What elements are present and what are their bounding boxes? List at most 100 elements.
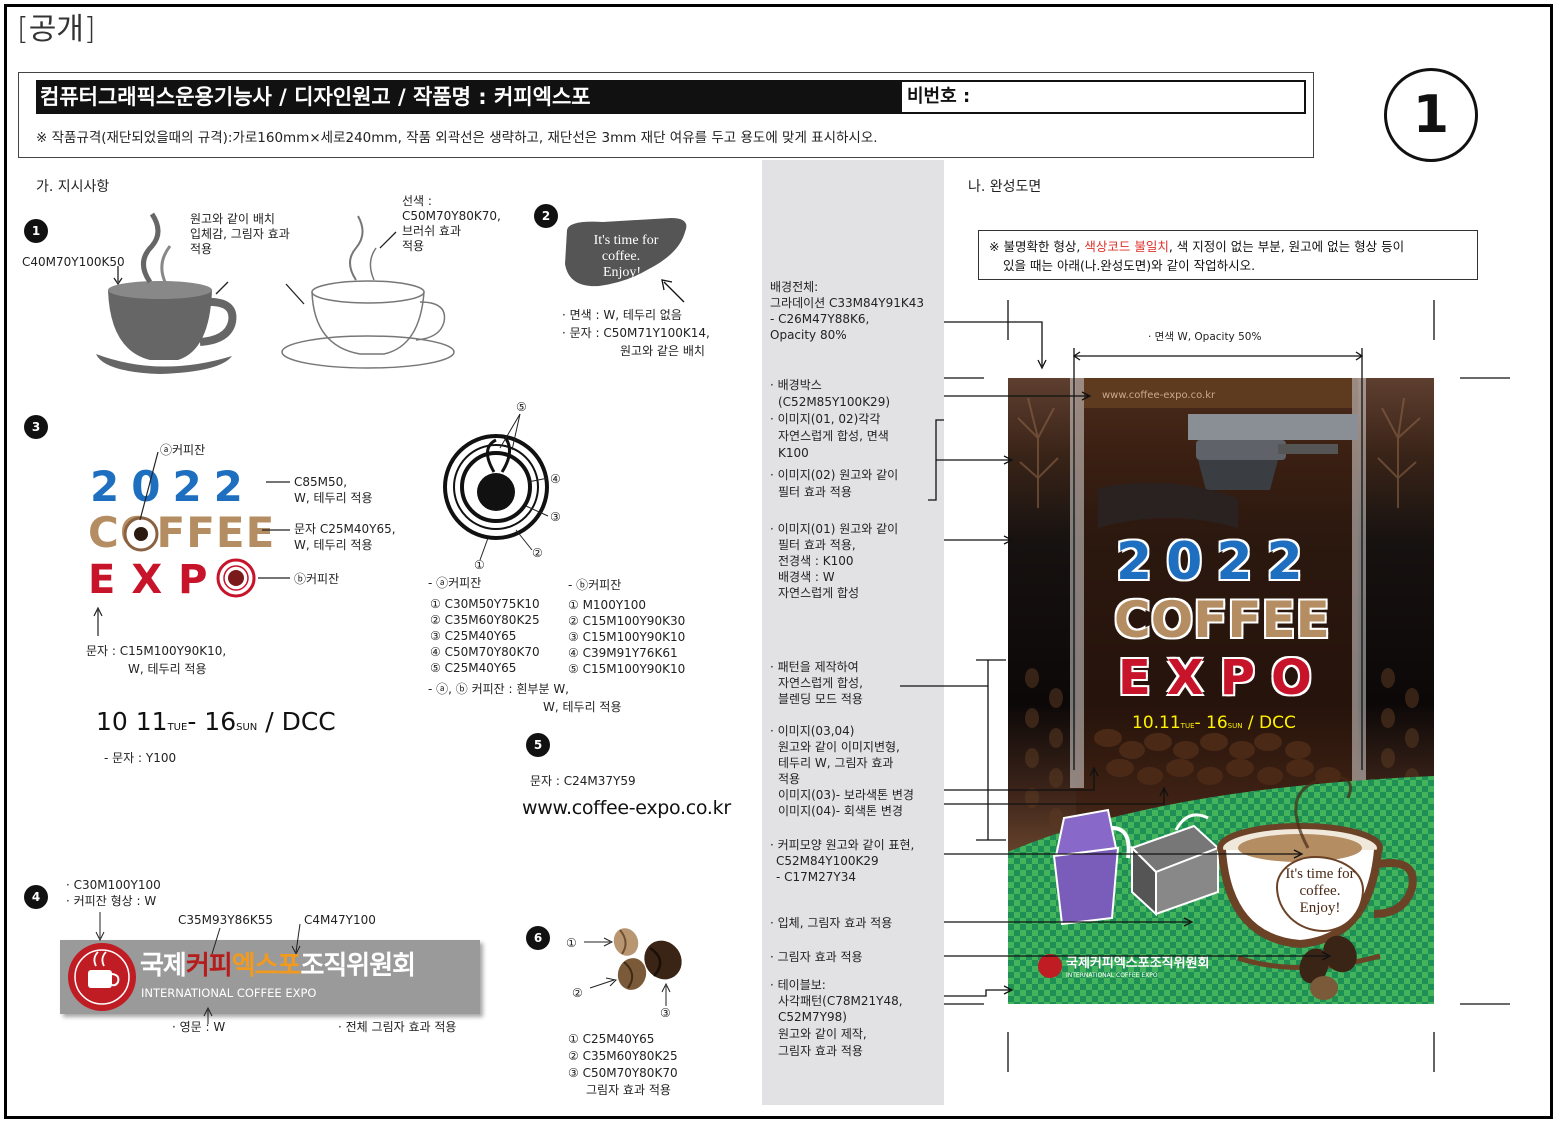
poster-bubble-3: Enjoy! — [1299, 900, 1341, 916]
cup-callout-5: ⑤ — [516, 400, 527, 414]
sheet-number: 1 — [1384, 68, 1478, 162]
coffee-shape-1: · 커피모양 원고와 같이 표현, — [770, 838, 915, 852]
item6-note-2: ② C35M60Y80K25 — [568, 1049, 678, 1063]
item3-year-note-1: C85M50, — [294, 475, 348, 489]
coffee-shape-2: C52M84Y100K29 — [776, 854, 879, 868]
item4-logo-en: INTERNATIONAL COFFEE EXPO — [141, 986, 317, 1000]
item3-expo-note-2: W, 테두리 적용 — [128, 662, 207, 676]
notice-red: 색상코드 불일치 — [1084, 239, 1169, 254]
shadow-note: · 그림자 효과 적용 — [770, 950, 863, 964]
public-tag: [공개] — [17, 12, 96, 47]
item2-note-3: 원고와 같은 배치 — [620, 344, 705, 358]
face-opacity-note: · 면색 W, Opacity 50% — [1148, 331, 1262, 343]
img0102-2: 자연스럽게 합성, 면색 — [778, 429, 889, 443]
id-field[interactable]: 비번호 : — [902, 80, 1306, 114]
item3-date-note: - 문자 : Y100 — [104, 751, 177, 765]
coffee-shape-3: - C17M27Y34 — [776, 870, 857, 884]
cup-callout-1: ① — [474, 558, 485, 572]
pattern-2: 자연스럽게 합성, — [778, 676, 863, 690]
notice-box: ※ 불명확한 형상, 색상코드 불일치, 색 지정이 없는 부분, 원고에 없는… — [978, 230, 1478, 280]
item1-note-a-2: 입체감, 그림자 효과 — [190, 227, 290, 241]
item4-note-c35: C35M93Y86K55 — [178, 913, 274, 927]
img0102-1: · 이미지(01, 02)각각 — [770, 412, 881, 426]
cup-callout-3: ③ — [550, 510, 561, 524]
bean-1-icon — [613, 928, 639, 956]
item6-callout-1: ① — [566, 936, 577, 950]
item6-note-4: 그림자 효과 적용 — [586, 1083, 671, 1097]
item5-note: 문자 : C24M37Y59 — [530, 774, 636, 788]
bean-3-icon — [644, 940, 682, 980]
item3-logo-coffee: COFFEE — [88, 508, 276, 557]
poster-org-en: INTERNATIONAL COFFEE EXPO — [1066, 972, 1158, 979]
img0304-1: · 이미지(03,04) — [770, 724, 855, 738]
poster-date-tue: TUE — [1180, 722, 1195, 730]
list-b-5: ⑤ C15M100Y90K10 — [568, 662, 686, 676]
list-common-1: - ⓐ, ⓑ 커피잔 : 흰부분 W, — [428, 682, 569, 696]
logo-kr-b: 커피 — [185, 951, 233, 981]
item2-note-2: · 문자 : C50M71Y100K14, — [562, 326, 710, 340]
list-b-4: ④ C39M91Y76K61 — [568, 646, 678, 660]
img0304-2: 원고와 같이 이미지변형, — [778, 740, 900, 754]
id-label: 비번호 : — [907, 86, 971, 107]
img01-5: 자연스럽게 합성 — [778, 586, 860, 600]
bg-box-1: · 배경박스 — [770, 378, 822, 392]
poster-year: 2022 — [1116, 532, 1317, 592]
logo-kr-d: 조직위원회 — [300, 951, 416, 981]
bg-all-4: Opacity 80% — [770, 328, 847, 342]
solid-cup-icon — [96, 212, 237, 374]
pattern-3: 블렌딩 모드 적용 — [778, 692, 863, 706]
table-4: 원고와 같이 제작, — [778, 1027, 867, 1041]
item2-note-1: · 면색 : W, 테두리 없음 — [562, 308, 682, 322]
list-a-5: ⑤ C25M40Y65 — [430, 661, 517, 675]
list-b-3: ③ C15M100Y90K10 — [568, 630, 686, 644]
poster-url[interactable]: www.coffee-expo.co.kr — [1102, 390, 1216, 401]
item4-note-top-2: · 커피잔 형상 : W — [66, 894, 157, 908]
poster-org-kr: 국제커피엑스포조직위원회 — [1066, 956, 1210, 971]
bg-all-3: - C26M47Y88K6, — [770, 312, 870, 326]
item3-cup-b-label: ⓑ커피잔 — [294, 572, 340, 586]
item6-callout-2: ② — [572, 986, 583, 1000]
poster-bean-pattern — [1008, 397, 1434, 1004]
item1-note-b-2: C50M70Y80K70, — [402, 209, 501, 223]
logo-kr-c: 엑스포 — [231, 951, 302, 981]
section-instructions: 가. 지시사항 — [36, 179, 110, 195]
list-common-2: W, 테두리 적용 — [543, 700, 622, 714]
item3-cup-a-label: ⓐ커피잔 — [160, 443, 206, 457]
table-2: 사각패턴(C78M21Y48, — [778, 994, 903, 1008]
item3-badge: 3 — [24, 415, 48, 439]
notice-line2: 있을 때는 아래(나.완성도면)와 같이 작업하시오. — [1003, 258, 1256, 273]
item3-coffee-note-2: W, 테두리 적용 — [294, 538, 373, 552]
title-bar: 컴퓨터그래픽스운용기능사 / 디자인원고 / 작품명 : 커피엑스포 — [36, 80, 902, 114]
cup-callout-2: ② — [532, 546, 543, 560]
item3-coffee-note-1: 문자 C25M40Y65, — [294, 522, 396, 536]
brush-cup-icon — [281, 215, 455, 369]
item3-date-line: 10 11TUE- 16SUN / DCC — [96, 706, 336, 744]
item1-note-a-1: 원고와 같이 배치 — [190, 212, 275, 226]
item3-date-main: 10 11 — [96, 707, 168, 736]
item1-badge: 1 — [24, 219, 48, 243]
list-a-4: ④ C50M70Y80K70 — [430, 645, 540, 659]
poster-date-main: 10.11 — [1132, 713, 1181, 733]
item3-date-tue: TUE — [167, 722, 188, 733]
page-frame — [4, 4, 1553, 1119]
img01-4: 배경색 : W — [778, 570, 835, 584]
list-a-title: - ⓐ커피잔 — [428, 576, 482, 590]
poster-expo: EXPO — [1118, 650, 1328, 706]
list-a-2: ② C35M60Y80K25 — [430, 613, 540, 627]
poster-coffee: COFFEE — [1114, 591, 1330, 649]
emboss-note: · 입체, 그림자 효과 적용 — [770, 916, 893, 930]
img02-1: · 이미지(02) 원고와 같이 — [770, 468, 899, 482]
bg-box-2: (C52M85Y100K29) — [778, 395, 891, 409]
poster-date-sun: SUN — [1227, 722, 1243, 730]
item5-url[interactable]: www.coffee-expo.co.kr — [522, 797, 731, 819]
notice-suffix: , 색 지정이 없는 부분, 원고에 없는 형상 등이 — [1168, 239, 1405, 254]
poster-date-mid: - 16 — [1194, 713, 1228, 733]
img02-2: 필터 효과 적용 — [778, 485, 852, 499]
img0304-4: 적용 — [778, 772, 801, 786]
list-b-title: - ⓑ커피잔 — [568, 578, 622, 592]
item1-note-a-3: 적용 — [190, 242, 213, 256]
speech-bubble-icon — [565, 218, 687, 287]
